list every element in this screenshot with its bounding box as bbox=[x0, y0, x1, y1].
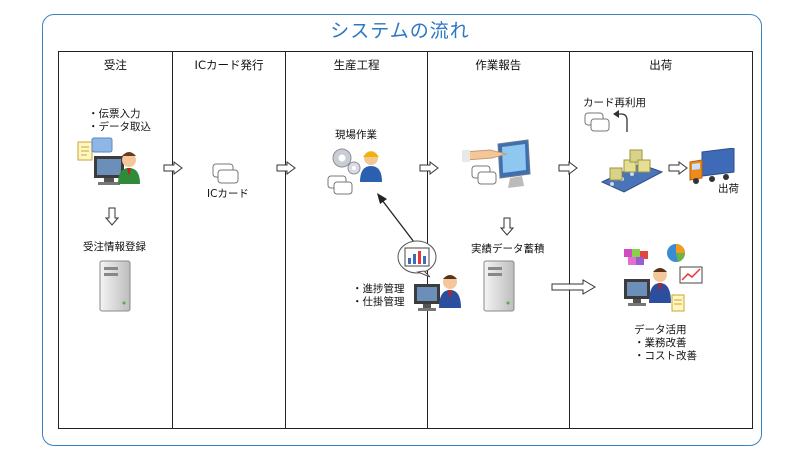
arrow-right-2 bbox=[276, 161, 296, 175]
lane-report: 作業報告 bbox=[428, 52, 570, 428]
chart-bubble-icon bbox=[397, 240, 437, 278]
label-wip-mgmt: ・仕掛管理 bbox=[352, 296, 405, 308]
arrow-right-4 bbox=[558, 161, 578, 175]
label-slip-input: ・伝票入力 bbox=[88, 108, 141, 120]
lane-ic-card: ICカード発行 bbox=[173, 52, 287, 428]
arrow-diagonal-management bbox=[377, 193, 415, 243]
label-ic-card: ICカード bbox=[207, 188, 249, 200]
card-reuse-icon bbox=[584, 110, 628, 132]
lane-order: 受注 bbox=[59, 52, 173, 428]
touch-terminal-icon bbox=[462, 139, 531, 188]
diagram-frame bbox=[42, 14, 762, 446]
arrow-down-order bbox=[105, 207, 119, 226]
arrow-down-report bbox=[500, 217, 514, 236]
lane-production: 生産工程 bbox=[286, 52, 428, 428]
label-shipment: 出荷 bbox=[718, 183, 739, 195]
label-progress-mgmt: ・進捗管理 bbox=[352, 283, 405, 295]
conveyor-boxes-icon bbox=[600, 149, 664, 193]
swimlane-table: 受注 ICカード発行 生産工程 作業報告 出荷 bbox=[58, 51, 753, 429]
label-field-work: 現場作業 bbox=[335, 129, 377, 141]
label-card-reuse: カード再利用 bbox=[583, 97, 646, 109]
factory-worker-icon bbox=[327, 148, 382, 195]
label-data-import: ・データ取込 bbox=[88, 121, 151, 133]
arrow-right-5 bbox=[668, 161, 688, 175]
ic-card-icon bbox=[212, 163, 239, 184]
label-data-use: データ活用 bbox=[634, 324, 687, 336]
server-icon bbox=[99, 260, 131, 312]
lane-header-report: 作業報告 bbox=[475, 58, 522, 72]
lane-header-ic-card: ICカード発行 bbox=[194, 58, 264, 72]
diagram-title: システムの流れ bbox=[330, 20, 470, 42]
operator-pc-icon bbox=[77, 137, 140, 185]
data-analyst-icon bbox=[624, 244, 703, 312]
label-business-improve: ・業務改善 bbox=[634, 337, 687, 349]
label-actual-data: 実績データ蓄積 bbox=[471, 243, 545, 255]
manager-pc-icon bbox=[414, 275, 461, 311]
arrow-right-3 bbox=[419, 161, 439, 175]
arrow-right-data bbox=[551, 279, 596, 295]
lane-header-shipping: 出荷 bbox=[649, 58, 673, 72]
label-order-registration: 受注情報登録 bbox=[83, 241, 146, 253]
lane-header-production: 生産工程 bbox=[333, 58, 380, 72]
arrow-right-1 bbox=[163, 161, 183, 175]
lane-header-order: 受注 bbox=[103, 58, 127, 72]
data-server-icon bbox=[483, 260, 515, 312]
lane-shipping: 出荷 bbox=[570, 52, 752, 428]
label-cost-improve: ・コスト改善 bbox=[634, 350, 697, 362]
delivery-truck-icon bbox=[689, 148, 735, 184]
